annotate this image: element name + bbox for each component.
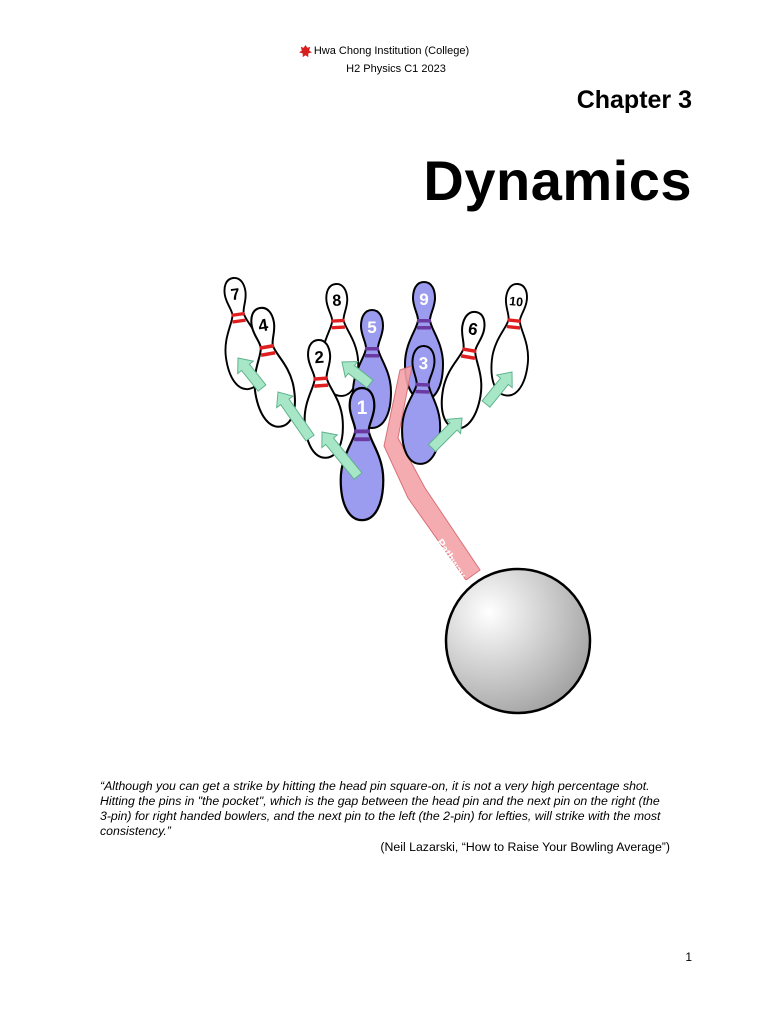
pin-stripe (313, 376, 328, 381)
pin-stripe (417, 326, 431, 330)
page-title: Dynamics (423, 149, 692, 212)
pin-stripe (331, 325, 346, 330)
back-pins: 7 8 9 10 4 5 6 (214, 274, 537, 433)
bowling-pin: 1 (339, 386, 385, 522)
header-course: H2 Physics C1 2023 (346, 62, 446, 75)
hci-crest-icon (298, 44, 312, 57)
pin-stripe (331, 318, 345, 323)
pin-stripe (354, 437, 370, 442)
bowling-pin: 10 (487, 281, 537, 399)
direction-arrow (237, 357, 267, 392)
pin-number: 2 (314, 348, 325, 368)
ball-path (383, 365, 481, 581)
quote-source: (Neil Lazarski, “How to Raise Your Bowli… (380, 840, 670, 854)
direction-arrow (341, 361, 374, 389)
direction-arrow (427, 417, 463, 453)
page-number: 1 (685, 950, 692, 964)
bowling-pin: 8 (317, 282, 361, 398)
pin-stripe (506, 324, 521, 330)
pin-stripe (259, 343, 275, 350)
pin-stripe (365, 354, 379, 358)
header-school: Hwa Chong Institution (College) (313, 45, 470, 57)
pin-number: 5 (367, 318, 376, 337)
pin-number: 7 (230, 285, 241, 304)
direction-arrow (276, 391, 315, 442)
direction-arrow (481, 371, 513, 408)
pin-stripe (462, 347, 477, 354)
pin-stripe (415, 389, 430, 394)
pin-stripe (314, 383, 329, 388)
bowling-pin: 7 (214, 274, 268, 393)
bowling-pin: 2 (298, 337, 347, 461)
bowling-pin: 3 (399, 344, 444, 466)
pin-stripe (507, 318, 521, 323)
pin-number: 6 (467, 319, 480, 339)
pin-arrows (237, 357, 513, 480)
pin-stripe (365, 347, 379, 351)
pin-number: 9 (419, 290, 428, 309)
pin-stripe (260, 350, 276, 357)
header-school-line: Hwa Chong Institution (College) (298, 44, 470, 58)
direction-arrow (321, 431, 363, 480)
pin-number: 1 (357, 398, 368, 419)
front-pins: 2 3 1 (298, 337, 444, 522)
chapter-label: Chapter 3 (576, 86, 692, 114)
pin-number: 3 (418, 354, 428, 373)
pin-stripe (417, 319, 431, 323)
pin-stripe (232, 318, 246, 324)
pin-stripe (415, 382, 430, 387)
bowling-pin: 5 (352, 309, 392, 429)
pin-number: 10 (509, 294, 524, 309)
bowling-pin: 4 (239, 303, 302, 431)
bowling-ball (444, 567, 592, 715)
page-header: Hwa Chong Institution (College) H2 Physi… (0, 44, 768, 76)
quote-text: “Although you can get a strike by hittin… (100, 779, 661, 838)
ball-path-band (383, 365, 481, 581)
bowling-pin: 9 (404, 281, 444, 401)
pin-number: 4 (257, 314, 270, 335)
pin-stripe (231, 311, 245, 318)
pin-stripe (460, 354, 476, 360)
bowling-pin: 6 (435, 307, 496, 433)
pin-stripe (354, 429, 370, 434)
pin-number: 8 (332, 292, 342, 310)
